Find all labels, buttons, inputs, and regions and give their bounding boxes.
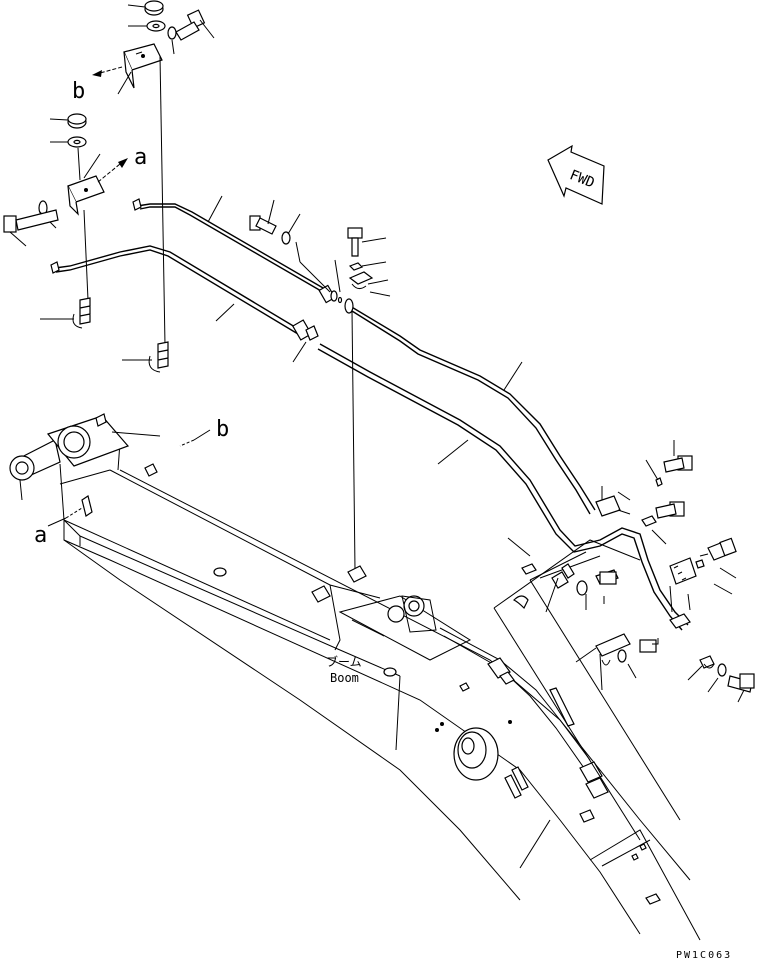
boom-label-jp: ブーム — [326, 654, 362, 669]
mid-fittings — [291, 284, 354, 363]
callout-b-mid-group: b — [179, 417, 229, 447]
arrow-a-top — [97, 158, 128, 183]
callout-b-top: b — [72, 79, 85, 104]
bolt-icon — [249, 199, 277, 235]
bolt-icon — [655, 501, 685, 519]
pipe-lines — [50, 198, 689, 631]
nut-icon — [127, 0, 164, 16]
callout-a-top: a — [134, 145, 147, 170]
bolt-icon — [3, 209, 59, 247]
callout-a-left-group: a — [34, 507, 83, 548]
hose-clamp-left — [40, 297, 91, 329]
arrow-b-top — [92, 66, 123, 77]
washer-icon — [50, 136, 87, 148]
callout-a-left: a — [34, 523, 47, 548]
callout-b-mid: b — [216, 417, 229, 442]
nut-icon — [49, 113, 87, 129]
top-bracket-assembly: b — [72, 0, 215, 346]
bolt-icon — [175, 9, 215, 41]
boom-label-en: Boom — [330, 671, 359, 685]
clamp-bracket-icon — [67, 153, 105, 216]
right-hardware — [595, 440, 755, 703]
fwd-arrow-icon: FWD — [547, 144, 605, 205]
right-detail-panels — [493, 537, 701, 941]
bolt-icon — [727, 673, 755, 693]
clamp-bracket-icon — [117, 43, 163, 95]
center-hardware — [207, 195, 523, 571]
washer-icon — [281, 213, 301, 245]
boom-structure — [9, 413, 691, 935]
drawing-code: PW1C063 — [676, 950, 732, 961]
left-bracket-assembly: a — [3, 113, 147, 301]
bolt-icon — [663, 455, 693, 473]
clamp-icon — [595, 486, 621, 517]
bolt-icon — [347, 227, 387, 257]
clamp-icon — [348, 271, 389, 290]
hose-clamp-center — [122, 341, 169, 373]
lock-washer-icon — [167, 26, 177, 55]
washer-icon — [128, 20, 166, 32]
nut-icon — [348, 261, 387, 271]
